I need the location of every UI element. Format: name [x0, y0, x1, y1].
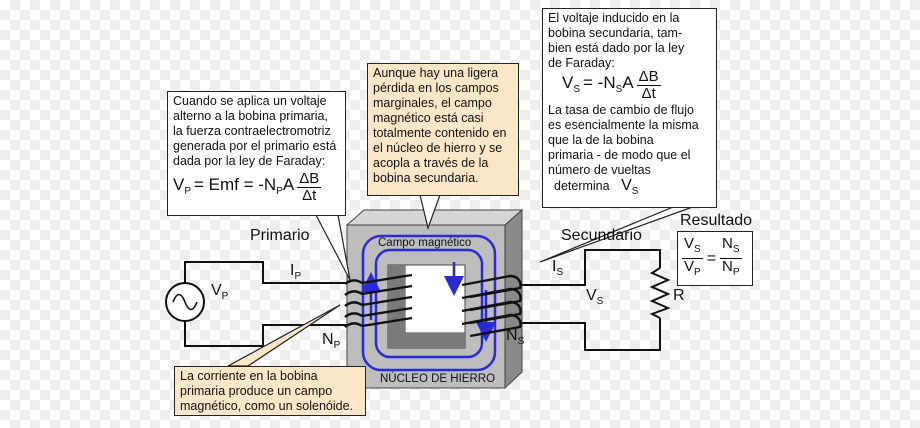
eq-symbol: V: [586, 287, 597, 304]
eq-text: = -N: [583, 72, 616, 92]
fraction-denominator: Δt: [641, 85, 656, 102]
callout-primary-line: dada por la ley de Faraday:: [173, 154, 326, 168]
eq-symbol: N: [722, 235, 733, 252]
callout-center-line: bobina secundaria.: [373, 171, 479, 185]
resistor-icon: [649, 267, 671, 319]
eq-symbol: V: [562, 72, 574, 92]
eq-subscript: S: [517, 336, 525, 347]
eq-symbol: V: [173, 174, 185, 194]
ac-source-icon: [165, 282, 205, 322]
callout-secondary-line: que la de la bobina: [548, 133, 654, 147]
callout-primary-line: alterno a la bobina primaria,: [173, 109, 328, 123]
callout-primary-line: Cuando se aplica un voltaje: [173, 94, 327, 108]
eq-symbol: N: [722, 258, 733, 275]
callout-secondary-text: determina: [554, 179, 610, 193]
callout-center-line: totalmente contenido en: [373, 126, 507, 140]
primary-coil: [344, 273, 413, 328]
resistor-label: R: [673, 287, 685, 304]
fraction-numerator: ΔB: [297, 170, 322, 188]
result-ratio-box: VS VP = NS NP: [677, 231, 753, 286]
eq-text: A: [622, 72, 634, 92]
eq-subscript: P: [732, 267, 740, 278]
callout-center: Aunque hay una ligera pérdida en los cam…: [367, 63, 519, 196]
eq-text: =: [706, 250, 717, 267]
eq-subscript: P: [221, 291, 229, 302]
callout-primary: Cuando se aplica un voltaje alterno a la…: [167, 91, 346, 216]
iron-core-label: NÚCLEO DE HIERRO: [380, 373, 496, 385]
iron-core: [345, 208, 524, 390]
callout-center-line: Aunque hay una ligera: [373, 66, 499, 80]
voltage-ratio: VS VP: [682, 236, 703, 281]
callout-center-line: magnético está casi: [373, 111, 484, 125]
primary-current-label: IP: [290, 262, 301, 282]
secondary-voltage-label: VS: [586, 287, 603, 307]
fraction-numerator: ΔB: [636, 68, 661, 86]
callout-secondary-line: El voltaje inducido en la: [548, 11, 680, 25]
eq-subscript: S: [732, 244, 740, 255]
eq-subscript: S: [556, 267, 564, 278]
eq-symbol: N: [506, 327, 518, 344]
callout-secondary-line: La tasa de cambio de flujo: [548, 103, 694, 117]
eq-symbol: V: [684, 258, 695, 275]
turns-ratio: NS NP: [720, 236, 742, 281]
callout-center-line: marginales, el campo: [373, 96, 492, 110]
eq-subscript: S: [615, 83, 623, 95]
eq-subscript: S: [694, 244, 701, 255]
eq-subscript: P: [333, 340, 341, 351]
eq-subscript: P: [294, 271, 302, 282]
callout-secondary-line: de Faraday:: [548, 56, 615, 70]
callout-bottom-line: primaria produce un campo: [180, 384, 333, 398]
primary-turns-label: NP: [322, 331, 340, 351]
eq-symbol: I: [552, 258, 557, 275]
secondary-current-label: IS: [552, 258, 563, 278]
callout-center-line: acopla a través de la: [373, 156, 489, 170]
result-label: Resultado: [680, 212, 753, 229]
eq-symbol: V: [211, 282, 222, 299]
secondary-wires: [522, 249, 661, 351]
callout-secondary-line: bobina secundaria, tam-: [548, 26, 683, 40]
callout-secondary-line: primaria - de modo que el: [548, 148, 691, 162]
secondary-label: Secundario: [561, 227, 642, 244]
eq-symbol: V: [621, 177, 632, 194]
secondary-turns-label: NS: [506, 327, 524, 347]
eq-text: = Emf = -N: [194, 174, 277, 194]
callout-secondary-line: bien está dado por la ley: [548, 41, 685, 55]
eq-text: A: [282, 174, 295, 194]
callout-bottom-line: La corriente en la bobina: [180, 369, 318, 383]
callout-secondary: El voltaje inducido en la bobina secunda…: [542, 8, 717, 208]
eq-subscript: P: [276, 185, 283, 197]
callout-secondary-line: es esencialmente la misma: [548, 118, 699, 132]
eq-symbol: N: [322, 331, 334, 348]
source-voltage-label: VP: [211, 282, 228, 302]
callout-primary-line: generada por el primario está: [173, 139, 337, 153]
eq-subscript: S: [631, 186, 639, 197]
callout-bottom-line: magnético, como un solenóide.: [180, 399, 354, 413]
magnetic-field-label: Campo magnético: [378, 237, 472, 249]
fraction-denominator: Δt: [302, 187, 317, 204]
eq-subscript: P: [184, 185, 192, 197]
callout-center-line: pérdida en los campos: [373, 81, 499, 95]
callout-secondary-last-line: determina VS: [548, 178, 711, 199]
eq-symbol: I: [290, 262, 295, 279]
secondary-coil: [461, 274, 522, 338]
eq-subscript: P: [694, 267, 701, 278]
callout-secondary-line: número de vueltas: [548, 163, 651, 177]
eq-subscript: S: [596, 296, 604, 307]
primary-label: Primario: [250, 227, 310, 244]
callout-primary-line: la fuerza contraelectromotriz: [173, 124, 331, 138]
eq-subscript: S: [573, 83, 581, 95]
eq-symbol: V: [684, 235, 695, 252]
callout-bottom: La corriente en la bobina primaria produ…: [174, 366, 366, 416]
callout-center-line: el núcleo de hierro y se: [373, 141, 503, 155]
primary-wires: [184, 261, 355, 347]
